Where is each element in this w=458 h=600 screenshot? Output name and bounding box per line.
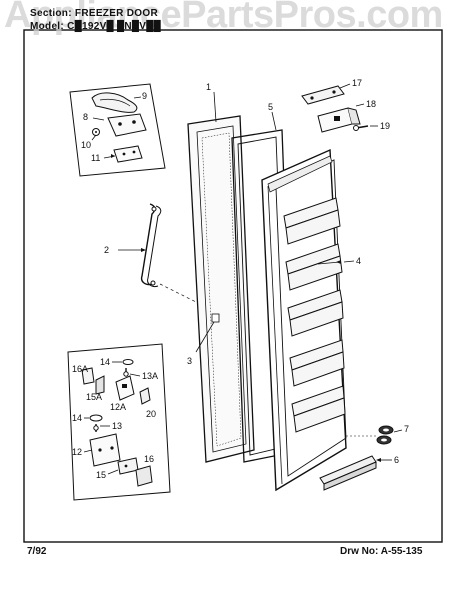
callout-8: 8 (83, 112, 88, 122)
callout-4: 4 (356, 256, 361, 266)
part-9-hinge-cover (91, 92, 138, 113)
part-1-door-panel: 1 3 (187, 82, 255, 463)
hinge-detail-inset: 9 8 10 11 (69, 83, 166, 177)
part-7-shelf-clips: 7 (346, 424, 409, 445)
part-11-shim (113, 145, 143, 163)
liner-shelves (283, 197, 346, 433)
callout-14-lower: 14 (72, 413, 82, 423)
revision-date: 7/92 (27, 546, 47, 557)
callout-19: 19 (380, 121, 390, 131)
callout-2: 2 (104, 245, 109, 255)
callout-17: 17 (352, 78, 362, 88)
top-right-hardware: 17 18 19 (301, 78, 390, 133)
callout-12A: 12A (110, 402, 126, 412)
callout-15: 15 (96, 470, 106, 480)
callout-10: 10 (81, 140, 91, 150)
part-4-door-liner: 4 (261, 148, 361, 492)
callout-13A: 13A (142, 371, 158, 381)
part-12-hinge (89, 433, 121, 467)
part-17-hinge-bracket (301, 85, 345, 105)
callout-13: 13 (112, 421, 122, 431)
callout-7: 7 (404, 424, 409, 434)
callout-18: 18 (366, 99, 376, 109)
part-6-bottom-trim: 6 (319, 455, 399, 491)
callout-15A: 15A (86, 392, 102, 402)
callout-3: 3 (187, 356, 192, 366)
callout-14-top: 14 (100, 357, 110, 367)
callout-5: 5 (268, 102, 273, 112)
callout-9: 9 (142, 91, 147, 101)
model-title: Model: C█192V█ █N█V██ (30, 21, 162, 32)
lower-hinge-inset: 14 13A 16A 15A 12A 20 14 13 12 (67, 343, 171, 501)
section-title: Section: FREEZER DOOR (30, 8, 158, 19)
callout-1: 1 (206, 82, 211, 92)
callout-11: 11 (91, 153, 100, 163)
callout-12: 12 (72, 447, 82, 457)
callout-16: 16 (144, 454, 154, 464)
callout-20: 20 (146, 409, 156, 419)
hinge-plate (107, 113, 147, 137)
drawing-number: Drw No: A-55-135 (340, 546, 423, 557)
part-2-door-handle: 2 (104, 203, 213, 311)
callout-6: 6 (394, 455, 399, 465)
callout-16A: 16A (72, 364, 88, 374)
watermark: AppliancePartsPros.com (4, 0, 443, 36)
